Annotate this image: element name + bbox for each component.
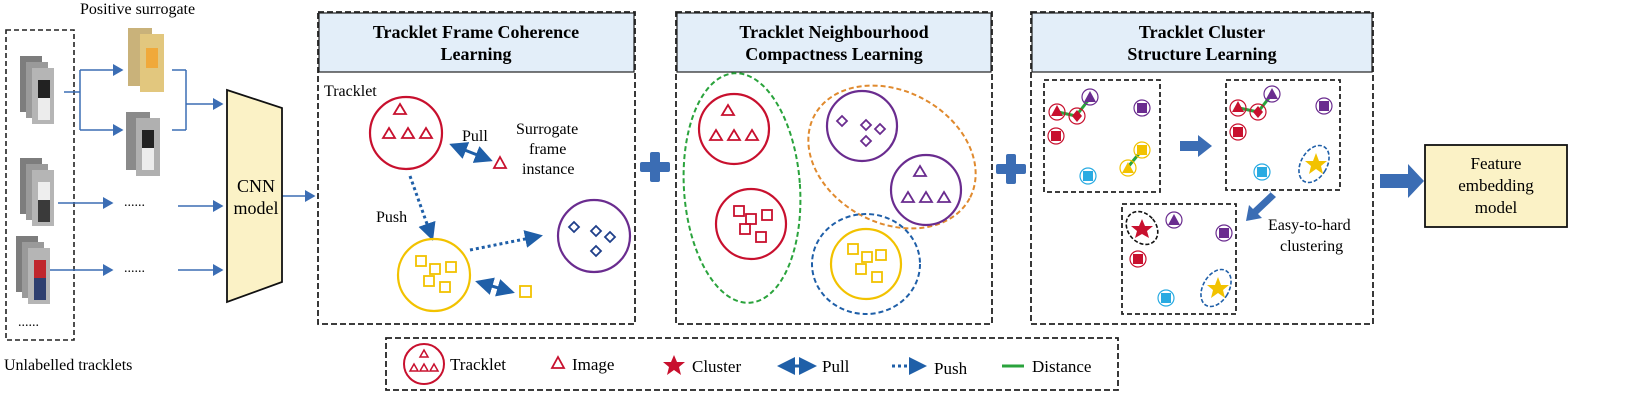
dots-row-2: ...... [124,195,145,210]
p2-circle-red-squares [714,187,788,261]
feature-line1: Feature [1471,154,1522,173]
cluster-step-2-box [1225,79,1341,191]
panel-2-header [676,12,992,73]
cluster-step-3-box [1121,203,1237,315]
surrogate-square [519,285,532,298]
more-tracklets-dots: ...... [18,315,39,330]
step-3-points [1125,210,1233,308]
tracklet-circle-purple [556,198,632,274]
tracklet-connectors [50,64,316,276]
p2-circle-purple-triangles [889,153,963,227]
p2-yellow-squares [847,243,887,283]
navy-diamonds [567,220,617,258]
push-arrow-2 [469,230,543,252]
panel-3-title-line1: Tracklet Cluster [1139,22,1265,42]
p2-purple-diamonds [835,114,887,148]
tracklet-image-stack-3 [16,236,50,304]
tracklet-image-stack-1 [20,56,54,124]
panel-1-title-line2: Learning [440,44,511,64]
pull-label: Pull [462,128,488,145]
plus-sign-2 [996,154,1026,184]
neighbourhood-ellipse-green [682,72,802,304]
easy-hard-line1: Easy-to-hard [1268,217,1351,234]
panel-frame-coherence [317,11,636,325]
surrogate-line3: instance [522,161,574,178]
dots-row-3: ...... [124,261,145,276]
p2-purple-triangles [900,164,952,203]
pull-arrow-1 [449,142,493,163]
cluster-step-1-box [1043,79,1161,193]
tracklet-label: Tracklet [324,83,377,100]
legend-push-label: Push [934,359,968,378]
legend-pull-label: Pull [822,357,850,376]
yellow-squares [415,255,457,293]
panel-3-title-line2: Structure Learning [1127,44,1276,64]
unlabelled-tracklets-label: Unlabelled tracklets [4,357,132,374]
p2-circle-purple-diamonds [825,89,899,163]
p2-red-squares [733,205,773,243]
feature-line3: model [1475,198,1518,217]
legend-tracklet-label: Tracklet [450,355,506,374]
cnn-label-line2: model [234,198,279,218]
red-triangles [381,102,434,139]
positive-surrogate-label: Positive surrogate [80,1,195,18]
panel-cluster-structure [1030,11,1374,325]
surrogate-line1: Surrogate [516,121,578,138]
p2-circle-red-triangles [697,92,771,166]
step-2-points [1229,85,1333,184]
feature-embedding-model-box [1424,144,1568,228]
step-arrows [1180,135,1424,221]
feature-line2: embedding [1458,176,1534,195]
panel-neighbourhood-compactness [675,11,993,325]
legend-box [385,337,1119,391]
easy-hard-line2: clustering [1280,238,1343,255]
tracklet-circle-yellow [396,237,472,313]
panel-1-header [318,12,635,73]
legend-image-label: Image [572,355,614,374]
tracklet-group-box [5,29,75,341]
tracklet-circle-red [368,95,444,171]
legend-cluster-icon [663,355,685,375]
p2-red-triangles [708,103,760,141]
neighbourhood-ellipse-blue [811,213,921,315]
surrogate-image-1 [128,28,164,92]
legend-cluster-label: Cluster [692,357,741,376]
panel-1-title-line1: Tracklet Frame Coherence [373,22,579,42]
neighbourhood-ellipse-orange [807,84,977,230]
legend-tracklet-icon [403,343,445,385]
panel-2-title-line1: Tracklet Neighbourhood [739,22,928,42]
panel-3-header [1031,12,1373,73]
cnn-label-line1: CNN [237,176,275,196]
push-label: Push [376,209,407,226]
p2-circle-yellow [829,227,903,301]
step-1-points [1047,88,1151,185]
pull-arrow-2 [475,277,515,297]
panel-2-title-line2: Compactness Learning [745,44,923,64]
surrogate-image-2 [126,112,160,176]
surrogate-instance-triangle [492,155,508,169]
tracklet-image-stack-2 [20,158,54,226]
cnn-model-block [226,88,283,304]
surrogate-line2: frame [529,141,566,158]
legend-image-icon [550,355,566,369]
push-arrow-1 [408,175,436,241]
legend-distance-label: Distance [1032,357,1091,376]
plus-sign-1 [640,152,670,182]
